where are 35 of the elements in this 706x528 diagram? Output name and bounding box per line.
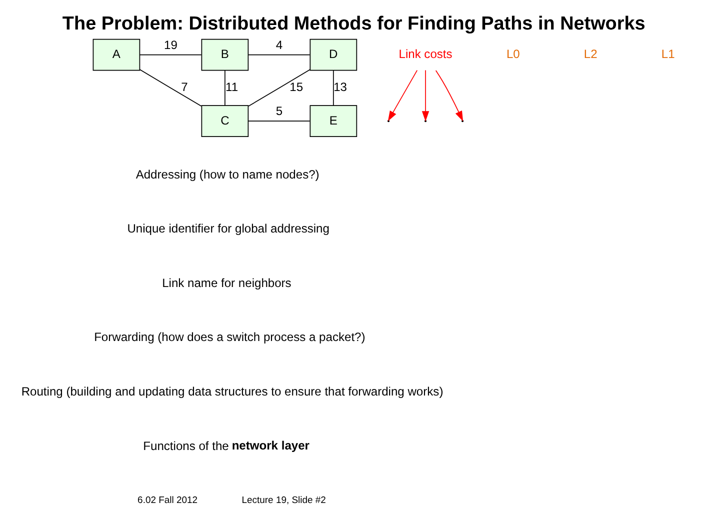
edge-label: 7	[181, 80, 188, 94]
edge-label: 5	[276, 104, 283, 118]
label: L2	[584, 46, 598, 61]
connector	[332, 70, 334, 106]
connector	[139, 54, 202, 56]
node-box: D	[310, 38, 358, 71]
node-text: Link costs	[398, 46, 452, 61]
arrow	[422, 70, 430, 122]
connector	[224, 70, 226, 106]
label: Link name for neighbors	[162, 276, 292, 290]
label: Lecture 19, Slide #2	[242, 495, 326, 506]
arrow	[435, 70, 464, 122]
label: Routing (building and updating data structures to ensure that forwarding works)	[21, 384, 444, 398]
node-box: B	[201, 38, 249, 71]
label: L1	[661, 46, 675, 61]
connector	[248, 54, 310, 56]
arrow	[388, 70, 418, 122]
edge-label: 11	[226, 80, 238, 94]
connector	[248, 120, 310, 122]
diagram-title: The Problem: Distributed Methods for Finding Paths in Networks	[62, 13, 646, 34]
label: L0	[506, 46, 520, 61]
label: Functions of the network layer	[143, 438, 310, 454]
node-box: E	[310, 105, 358, 138]
edge-label: 15	[290, 80, 304, 94]
connector	[248, 69, 311, 107]
label: Forwarding (how does a switch process a packet?)	[94, 330, 366, 344]
label: Addressing (how to name nodes?)	[136, 168, 320, 182]
label: 6.02 Fall 2012	[138, 495, 198, 506]
connector	[139, 69, 202, 107]
node-box: A	[92, 38, 140, 71]
label: Unique identifier for global addressing	[127, 222, 330, 236]
edge-label: 4	[276, 38, 283, 52]
node-box: C	[201, 105, 249, 138]
edge-label: 19	[164, 38, 178, 52]
edge-label: 13	[334, 80, 348, 94]
